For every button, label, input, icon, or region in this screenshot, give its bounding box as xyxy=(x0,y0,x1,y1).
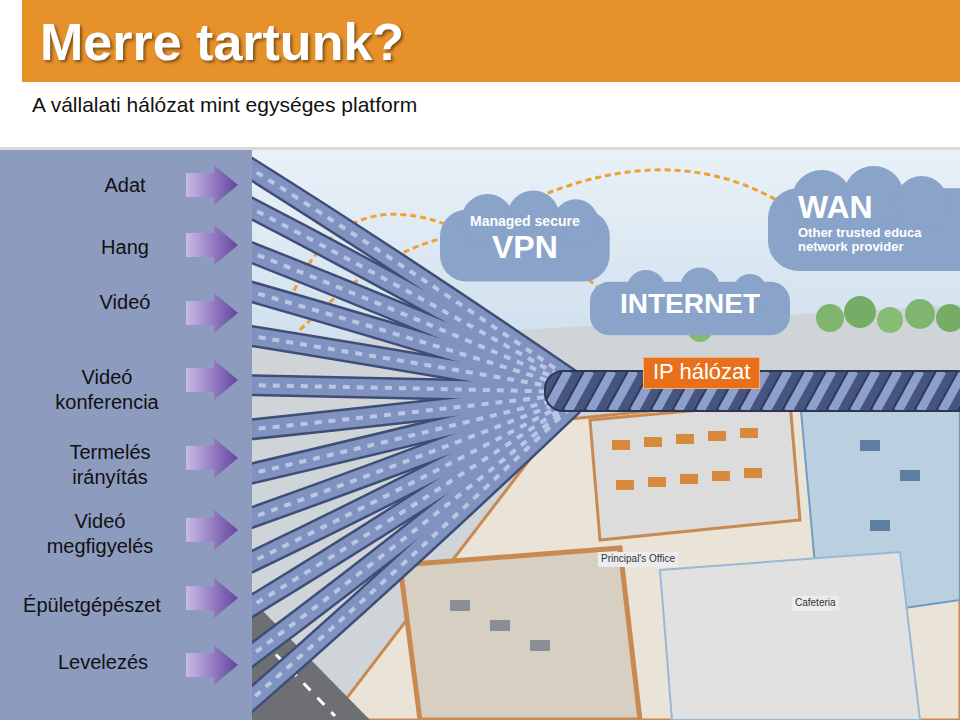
left-panel xyxy=(0,150,252,720)
cable xyxy=(252,402,572,610)
service-label: Videó konferencia xyxy=(32,365,182,415)
network-label-box: IP hálózat xyxy=(643,357,760,389)
cafeteria-room xyxy=(660,552,920,720)
cable xyxy=(252,385,572,392)
desk xyxy=(900,470,920,481)
service-label: Termelés irányítás xyxy=(35,440,185,490)
cable xyxy=(252,406,572,705)
room-label: Cafeteria xyxy=(792,596,839,611)
desk xyxy=(712,471,730,481)
service-label: Levelezés xyxy=(13,650,193,675)
node-heading: WAN xyxy=(798,190,948,226)
arrow xyxy=(186,293,238,333)
room-label: Principal's Office xyxy=(598,552,678,567)
cloud-node: INTERNET xyxy=(590,270,790,335)
node-text: Other trusted educa network provider xyxy=(798,226,948,255)
cloud-puff xyxy=(895,176,947,228)
desk xyxy=(530,640,550,651)
service-label: Adat xyxy=(35,173,215,198)
arrow xyxy=(186,225,238,265)
desk xyxy=(644,437,662,447)
desk xyxy=(616,480,634,490)
desk xyxy=(450,600,470,611)
arrow xyxy=(186,645,238,685)
tree xyxy=(844,296,876,328)
cable xyxy=(252,396,572,475)
title-bar xyxy=(22,0,960,82)
arrow xyxy=(186,438,238,478)
service-label: Videó megfigyelés xyxy=(25,509,175,559)
service-label: Épületgépészet xyxy=(2,593,182,618)
cable xyxy=(252,290,572,388)
tree xyxy=(905,299,935,329)
service-label: Hang xyxy=(35,235,215,260)
cloud-body xyxy=(590,267,790,335)
desk xyxy=(612,440,630,450)
slide-title: Merre tartunk? xyxy=(40,12,404,72)
node-heading: IP hálózat xyxy=(653,360,750,385)
desk xyxy=(648,477,666,487)
arrow xyxy=(186,165,238,205)
arrow xyxy=(186,360,238,400)
cloud-body xyxy=(768,166,960,271)
network-illustration xyxy=(252,150,960,720)
tree xyxy=(816,304,844,332)
desk xyxy=(744,468,762,478)
desk xyxy=(490,620,510,631)
subtitle: A vállalati hálózat mint egységes platfo… xyxy=(32,92,417,118)
cloud-node: Managed secureVPN xyxy=(440,194,610,282)
arrow xyxy=(186,510,238,550)
desk xyxy=(860,440,880,451)
cloud-node: WANOther trusted educa network provider xyxy=(768,170,960,271)
desk xyxy=(680,474,698,484)
node-heading: INTERNET xyxy=(620,288,760,319)
office-room xyxy=(590,402,800,540)
desk xyxy=(708,431,726,441)
subtitle-rule xyxy=(0,147,960,150)
cable xyxy=(252,404,572,660)
cable xyxy=(252,385,572,392)
brick-room xyxy=(400,548,640,720)
tree xyxy=(936,304,960,332)
cable xyxy=(252,406,572,705)
cable xyxy=(252,335,572,390)
cloud-body xyxy=(440,191,610,282)
desk xyxy=(676,434,694,444)
node-heading: Managed secure xyxy=(470,214,580,230)
arrow xyxy=(186,578,238,618)
cable xyxy=(252,385,572,392)
node-text: VPN xyxy=(470,230,580,266)
tree xyxy=(877,307,903,333)
cable xyxy=(252,400,572,565)
desk xyxy=(740,428,758,438)
cable xyxy=(252,404,572,660)
desk xyxy=(870,520,890,531)
arrow-column xyxy=(186,165,238,685)
cable xyxy=(252,398,572,520)
service-label: Videó xyxy=(35,290,215,315)
